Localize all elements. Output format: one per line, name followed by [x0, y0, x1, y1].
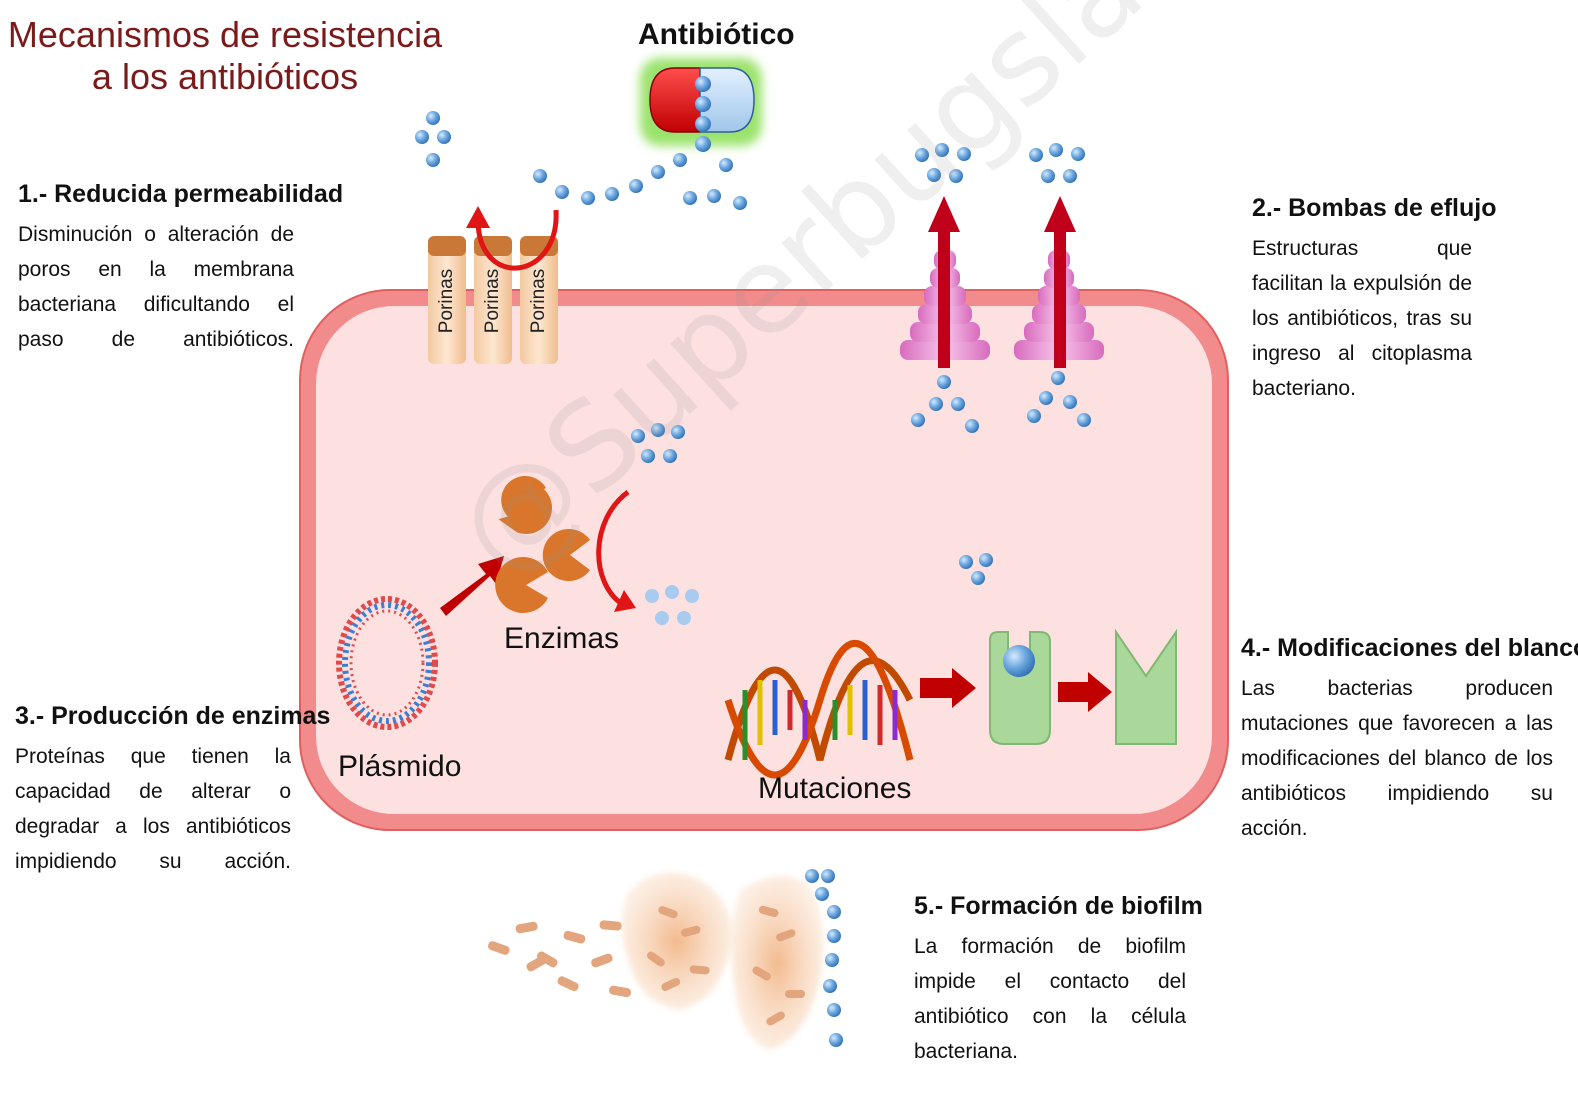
bacterial-cell [299, 289, 1229, 831]
mechanism-4: 4.- Modificaciones del blanco Las bacter… [1241, 634, 1578, 881]
mechanism-1-title: 1.- Reducida permeabilidad [18, 180, 344, 208]
antibiotic-label: Antibiótico [638, 18, 795, 51]
mechanism-2-body: Estructuras que facilitan la expulsión d… [1252, 237, 1472, 400]
mechanism-4-body: Las bacterias producen mutaciones que fa… [1241, 677, 1553, 840]
enzymes [495, 475, 590, 613]
mutation-arrow-1 [920, 668, 976, 708]
mechanism-3-title: 3.- Producción de enzimas [15, 702, 331, 730]
mutation-arrow-2 [1058, 672, 1112, 712]
mutations-label: Mutaciones [758, 772, 912, 805]
enzymes-label: Enzimas [504, 622, 620, 655]
plasmid [336, 596, 438, 730]
mechanism-3: 3.- Producción de enzimas Proteínas que … [15, 702, 331, 914]
enzyme-arrow-head [614, 590, 636, 612]
plasmid-label: Plásmido [338, 750, 462, 783]
porin-label-1-text: Porinas [436, 268, 458, 334]
enzyme-curved-arrow [596, 489, 630, 607]
page-title-line-2: a los antibióticos [91, 56, 359, 97]
degraded-antibiotic-molecules [645, 585, 699, 625]
diagram-canvas [299, 58, 1229, 1050]
mechanism-5-body: La formación de biofilm impide el contac… [914, 935, 1186, 1063]
dna-helix [724, 639, 914, 779]
antibiotic-target-normal [989, 631, 1051, 745]
antibiotic-target-modified [1115, 628, 1177, 745]
porin-label-1: Porinas [430, 236, 464, 366]
mechanism-2-title: 2.- Bombas de eflujo [1252, 194, 1497, 222]
mechanism-3-body: Proteínas que tienen la capacidad de alt… [15, 745, 291, 873]
porin-label-3-text: Porinas [528, 268, 550, 334]
porin-label-2: Porinas [476, 236, 510, 366]
mechanism-1-body: Disminución o alteración de poros en la … [18, 223, 294, 351]
mechanism-4-title: 4.- Modificaciones del blanco [1241, 634, 1578, 662]
porins [428, 236, 558, 364]
mechanism-2: 2.- Bombas de eflujo Estructuras que fac… [1252, 194, 1497, 441]
plasmid-to-enzymes-arrow [440, 556, 504, 616]
page-title: Mecanismos de resistencia a los antibiót… [5, 14, 445, 98]
biofilm [488, 872, 824, 1050]
porin-label-2-text: Porinas [482, 268, 504, 334]
mechanism-5: 5.- Formación de biofilm La formación de… [914, 892, 1203, 1104]
antibiotic-molecules [415, 76, 1091, 1047]
mechanism-5-title: 5.- Formación de biofilm [914, 892, 1203, 920]
efflux-arrows [928, 196, 1076, 368]
porin-arrow-head [466, 206, 490, 228]
page-title-line-1: Mecanismos de resistencia [7, 14, 443, 55]
porin-label-3: Porinas [522, 236, 556, 366]
porin-curved-arrow [475, 209, 559, 271]
mechanism-1: 1.- Reducida permeabilidad Disminución o… [18, 180, 344, 392]
